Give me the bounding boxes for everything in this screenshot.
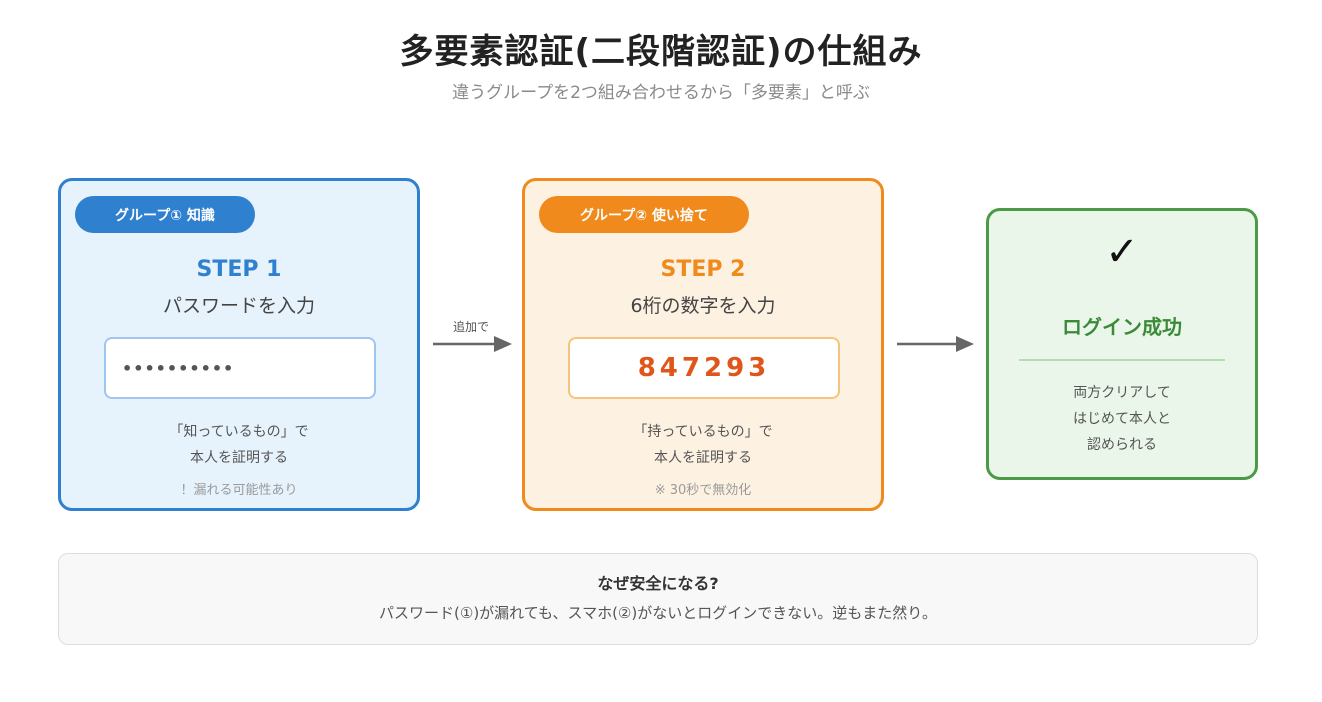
step1-heading: STEP 1 — [196, 257, 282, 282]
page-title: 多要素認証(二段階認証)の仕組み — [399, 32, 923, 72]
step2-note-line1: 「持っているもの」で — [633, 424, 773, 440]
result-line3: 認められる — [1087, 437, 1157, 453]
step2-note: 「持っているもの」で 本人を証明する — [525, 419, 881, 471]
explanation-text: パスワード(①)が漏れても、スマホ(②)がないとログインできない。逆もまた然り。 — [379, 604, 937, 622]
result-card: ✓ ログイン成功 両方クリアして はじめて本人と 認められる — [986, 208, 1258, 480]
step2-heading: STEP 2 — [660, 257, 746, 282]
password-mask: •••••••••• — [122, 358, 235, 378]
step1-note-line1: 「知っているもの」で — [169, 424, 309, 440]
explanation-box: なぜ安全になる? パスワード(①)が漏れても、スマホ(②)がないとログインできな… — [58, 553, 1258, 645]
password-field[interactable]: •••••••••• — [104, 337, 376, 399]
step1-note: 「知っているもの」で 本人を証明する — [61, 419, 417, 471]
step2-note-line2: 本人を証明する — [654, 450, 752, 466]
explanation-title: なぜ安全になる? — [597, 574, 719, 593]
step1-badge: グループ① 知識 — [75, 196, 255, 233]
result-divider — [1019, 359, 1225, 361]
step2-badge: グループ② 使い捨て — [539, 196, 749, 233]
step2-card: グループ② 使い捨て STEP 2 6桁の数字を入力 847293 「持っている… — [522, 178, 884, 511]
step2-warning: ※ 30秒で無効化 — [654, 483, 752, 498]
arrow-right-icon — [433, 336, 512, 352]
result-line1: 両方クリアして — [1073, 385, 1171, 401]
result-note: 両方クリアして はじめて本人と 認められる — [989, 380, 1255, 458]
arrow-right-icon — [897, 336, 974, 352]
otp-code-field[interactable]: 847293 — [568, 337, 840, 399]
result-title: ログイン成功 — [1062, 315, 1182, 339]
checkmark-icon: ✓ — [1105, 229, 1139, 275]
page-subtitle: 違うグループを2つ組み合わせるから「多要素」と呼ぶ — [452, 83, 870, 103]
step1-warning: ！漏れる可能性あり — [180, 483, 298, 498]
step1-description: パスワードを入力 — [162, 295, 315, 317]
connector-label: 追加で — [452, 320, 489, 334]
step1-card: グループ① 知識 STEP 1 パスワードを入力 •••••••••• 「知って… — [58, 178, 420, 511]
step2-description: 6桁の数字を入力 — [630, 295, 776, 317]
otp-code: 847293 — [637, 353, 771, 383]
result-line2: はじめて本人と — [1073, 411, 1171, 427]
step1-note-line2: 本人を証明する — [190, 450, 288, 466]
